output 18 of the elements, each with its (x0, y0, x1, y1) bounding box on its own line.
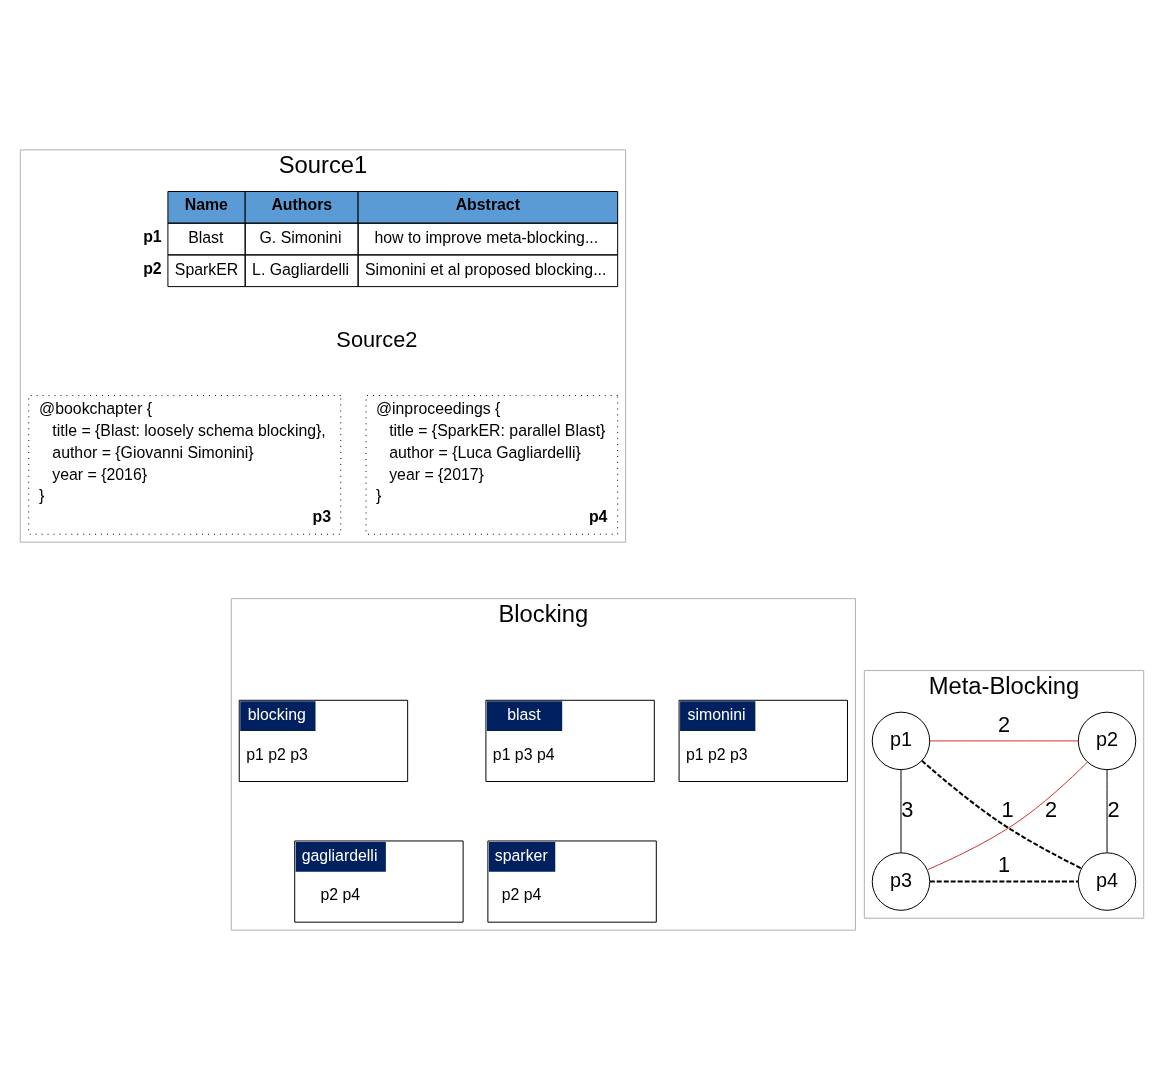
edge-label: 2 (1045, 796, 1058, 822)
label: p2 (143, 259, 162, 277)
edge-label: 2 (1107, 796, 1120, 822)
label: how to improve meta-blocking... (374, 228, 599, 246)
label: Simonini et al proposed blocking... (365, 260, 607, 278)
label: L. Gagliardelli (252, 260, 349, 278)
edge-label: 3 (901, 796, 914, 822)
label: Blast (188, 228, 224, 246)
label: Authors (271, 195, 333, 213)
label: Source2 (336, 326, 418, 352)
edge-label: 1 (1001, 796, 1014, 822)
label: p1 (143, 227, 162, 245)
label: SparkER (174, 260, 239, 278)
label: Abstract (455, 195, 520, 213)
edge-label: 1 (997, 851, 1011, 877)
edge-label: 2 (997, 711, 1011, 737)
label: G. Simonini (259, 228, 342, 246)
label: Name (184, 195, 228, 213)
